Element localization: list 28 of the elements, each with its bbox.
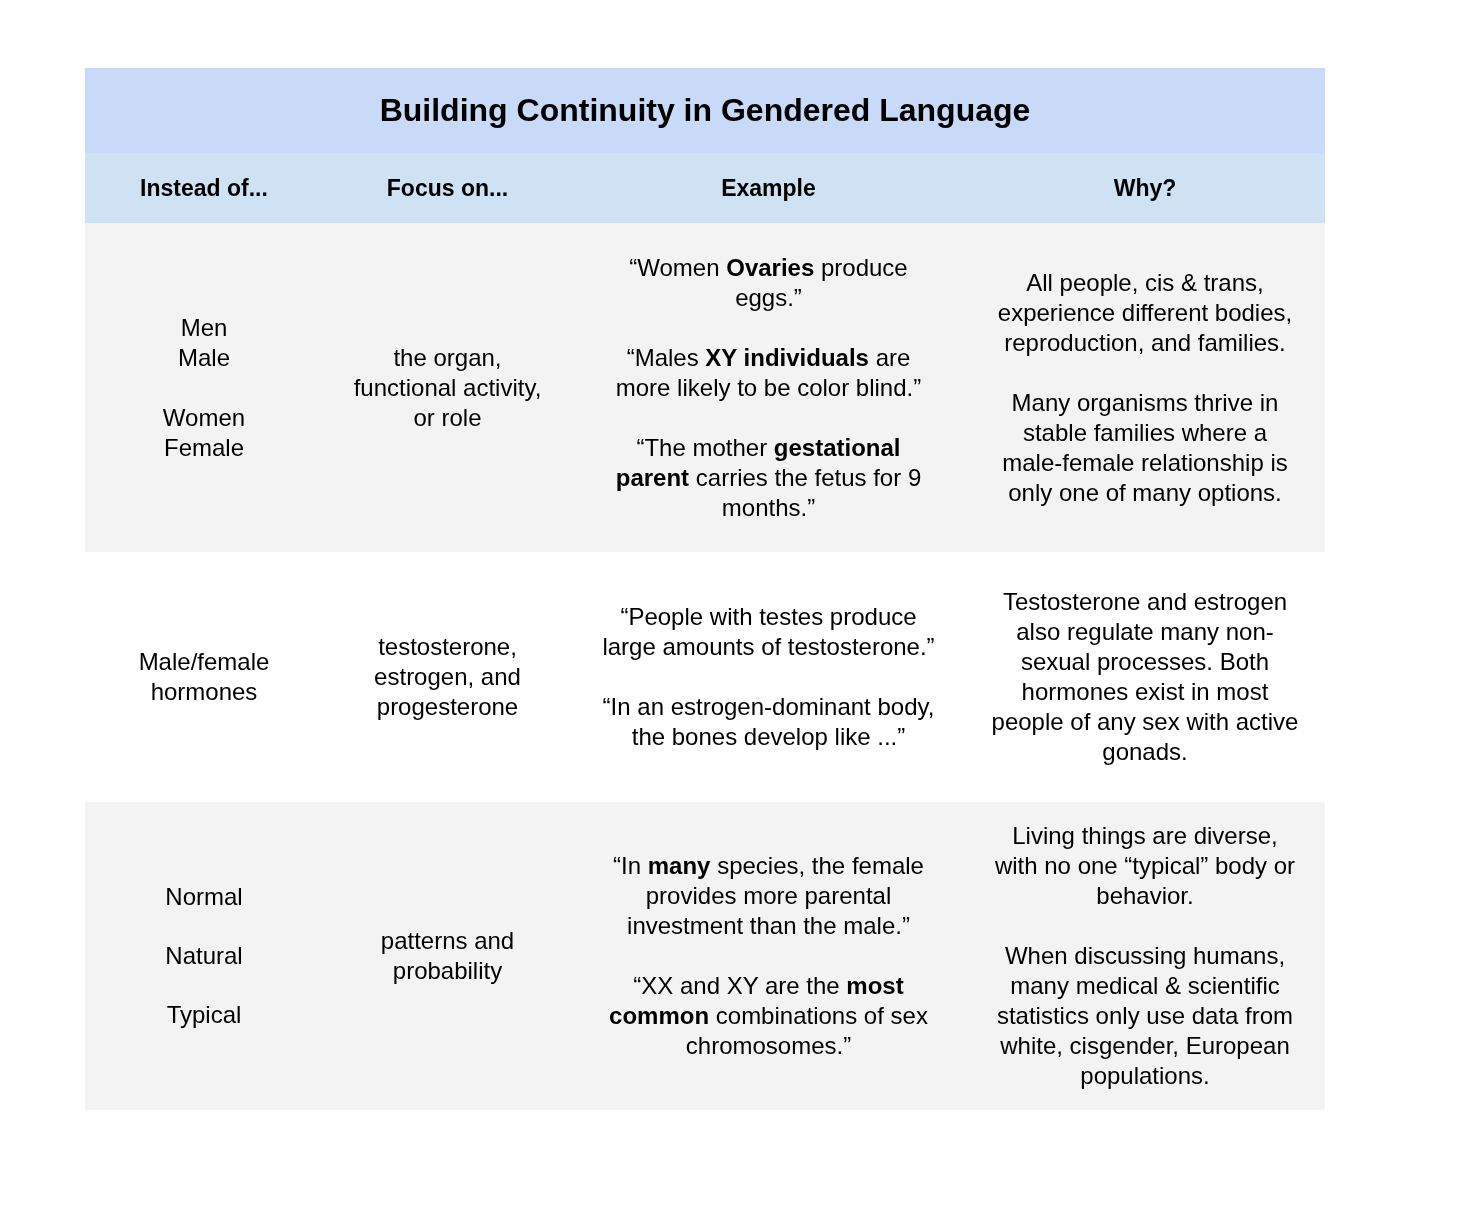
column-header: Focus on... xyxy=(386,174,509,203)
table-cell-text: “Males XY individuals are more likely to be color blind.” xyxy=(614,342,923,403)
table-cell-text: “People with testes produce large amounts of testosterone.” xyxy=(601,602,936,662)
table-cell-text: testosterone, estrogen, and progesterone xyxy=(373,632,522,722)
table-cell-text: “XX and XY are the most common combinations of sex chromosomes.” xyxy=(608,971,929,1061)
table-cell-text: patterns and probability xyxy=(379,926,516,986)
table-cell-text: Typical xyxy=(166,1000,242,1030)
table-cell-text: “The mother gestational parent carries the fetus for 9 months.” xyxy=(614,432,923,523)
column-header: Example xyxy=(721,174,816,203)
table-cell-text: Men xyxy=(180,312,228,343)
table-cell-text: “In an estrogen-dominant body, the bones develop like ...” xyxy=(601,692,936,752)
table-cell-text: Normal xyxy=(165,882,243,912)
table-cell-text: “In many species, the female provides more parental investment than the male.” xyxy=(612,851,925,941)
table-cell-text: All people, cis & trans, experience different bodies, reproduction, and families. xyxy=(996,267,1294,358)
column-header: Instead of... xyxy=(140,174,268,203)
table-cell-text: Living things are diverse, with no one “typical” body or behavior. xyxy=(993,821,1297,911)
table-cell-text: Testosterone and estrogen also regulate many non-sexual processes. Both hormones exist in most people of any sex with active gonads. xyxy=(991,587,1299,767)
table-title: Building Continuity in Gendered Language xyxy=(379,92,1031,129)
table-cell-text: Natural xyxy=(165,941,243,971)
table-cell-text: Male/female hormones xyxy=(137,647,271,707)
table-cell-text: “Women Ovaries produce eggs.” xyxy=(628,252,909,313)
column-header: Why? xyxy=(1113,174,1177,203)
table-cell-text: Female xyxy=(164,432,244,463)
table-cell-text: Many organisms thrive in stable families where a male-female relationship is only one of many options. xyxy=(1001,387,1289,508)
table-cell-text: the organ, functional activity, or role xyxy=(352,342,543,433)
table-cell-text: Women xyxy=(162,402,246,433)
table-cell-text: Male xyxy=(178,342,230,373)
table-cell-text: When discussing humans, many medical & scientific statistics only use data from white, cisgender, European populations. xyxy=(995,941,1295,1091)
